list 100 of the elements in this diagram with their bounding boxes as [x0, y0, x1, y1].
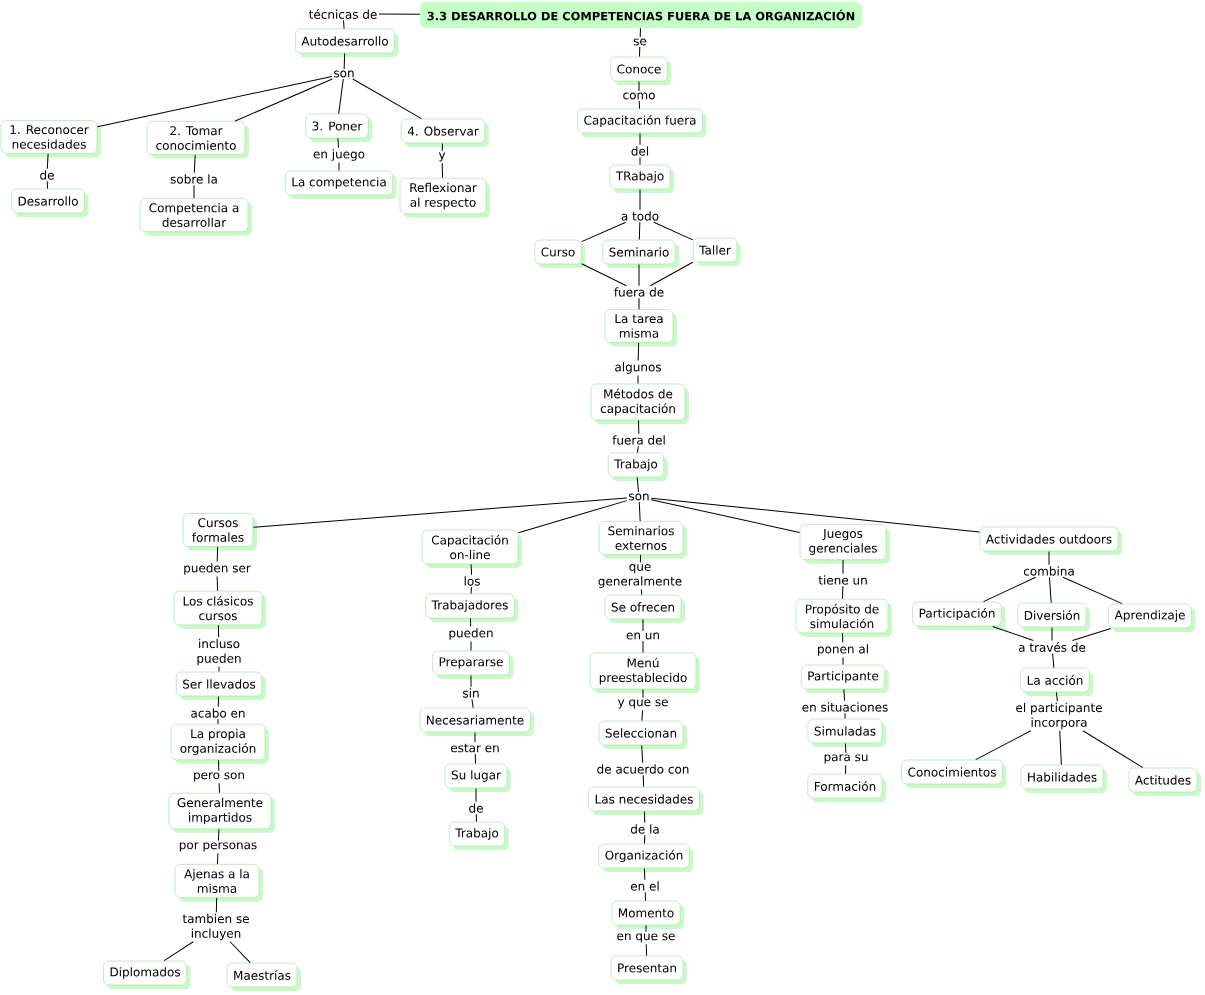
- concept-box: Trabajo: [448, 821, 509, 850]
- connector-line: [638, 419, 640, 435]
- concept-box: Aprendizaje: [1108, 603, 1196, 632]
- linking-phrase: incluso pueden: [192, 637, 246, 667]
- linking-phrase: pueden ser: [181, 561, 253, 577]
- connector-line: [352, 78, 422, 120]
- concept-box: Las necesidades: [588, 786, 704, 815]
- concept-box: Organización: [598, 843, 694, 872]
- connector-line: [193, 184, 195, 199]
- concept-box: Conocimientos: [901, 759, 1007, 788]
- connector-line: [844, 742, 847, 754]
- connector-line: [637, 374, 639, 385]
- linking-phrase: en el: [628, 880, 662, 892]
- linking-phrase: de acuerdo con: [595, 763, 691, 775]
- connector-line: [649, 261, 694, 287]
- connector-line: [517, 500, 628, 534]
- concept-box: Actividades outdoors: [979, 526, 1123, 555]
- connector-line: [470, 674, 472, 688]
- connector-line: [643, 810, 646, 824]
- linking-phrase: que generalmente: [594, 562, 686, 590]
- concept-box: La tarea misma: [604, 309, 677, 347]
- connector-line: [992, 625, 1034, 641]
- linking-phrase: del: [629, 145, 651, 157]
- linking-phrase: pero son: [191, 771, 247, 783]
- linking-phrase: fuera de: [612, 286, 666, 298]
- concept-box: Trabajadores: [425, 593, 519, 622]
- connector-line: [470, 586, 472, 595]
- concept-box: Desarrollo: [11, 188, 89, 217]
- connector-line: [343, 20, 345, 30]
- connector-line: [470, 563, 473, 576]
- connector-line: [638, 100, 640, 110]
- linking-phrase: en juego: [311, 147, 367, 163]
- concept-box: La acción: [1020, 667, 1094, 696]
- connector-line: [844, 764, 847, 775]
- connector-line: [229, 941, 251, 964]
- heading-box: 3.3 DESARROLLO DE COMPETENCIAS FUERA DE LA ORGANIZACIÓN: [419, 1, 863, 29]
- connector-line: [643, 834, 646, 845]
- connector-line: [983, 576, 1037, 603]
- connector-line: [842, 632, 844, 644]
- concept-box: Simuladas: [807, 718, 887, 747]
- linking-phrase: ponen al: [815, 642, 871, 658]
- connector-line: [475, 813, 478, 823]
- linking-phrase: algunos: [613, 360, 663, 376]
- linking-phrase: sin: [461, 687, 481, 699]
- linking-phrase: a todo: [619, 210, 661, 222]
- concept-box: Seminario: [602, 239, 680, 268]
- concept-box: Taller: [692, 237, 741, 266]
- linking-phrase: tambien se incluyen: [178, 912, 254, 942]
- connector-line: [639, 27, 641, 38]
- connector-line: [471, 698, 474, 709]
- connector-line: [1051, 626, 1053, 641]
- connector-line: [216, 575, 219, 592]
- linking-phrase: tiene un: [816, 574, 870, 586]
- concept-box: Necesariamente: [419, 707, 535, 736]
- connector-line: [1055, 691, 1058, 702]
- concept-box: Menú preestablecido: [589, 652, 700, 694]
- concept-box: Generalmente impartidos: [168, 792, 275, 833]
- concept-box: 1. Reconocer necesidades: [0, 120, 101, 158]
- connector-line: [843, 688, 846, 702]
- concept-box: 3. Poner: [305, 113, 373, 142]
- connector-line: [645, 943, 648, 957]
- connector-line: [641, 709, 644, 722]
- linking-phrase: fuera del: [610, 434, 668, 446]
- linking-phrase: y: [437, 151, 447, 163]
- linking-phrase: en un: [624, 631, 662, 641]
- connector-line: [639, 188, 641, 211]
- linking-phrase: para su: [822, 753, 870, 765]
- connector-line: [193, 154, 196, 174]
- connector-line: [216, 546, 219, 563]
- linking-phrase: se: [631, 37, 649, 47]
- concept-box: Diversión: [1017, 602, 1091, 631]
- concept-box: TRabajo: [609, 164, 675, 193]
- connector-line: [1072, 627, 1112, 641]
- concept-box: Métodos de capacitación: [590, 383, 689, 425]
- connector-line: [252, 497, 628, 528]
- connector-line: [474, 731, 476, 743]
- connector-line: [638, 297, 640, 310]
- connector-line: [975, 730, 1032, 761]
- connector-line: [469, 617, 472, 628]
- connector-line: [1048, 576, 1052, 604]
- connector-line: [643, 867, 646, 881]
- connector-line: [96, 76, 333, 128]
- concept-box: 2. Tomar conocimiento: [146, 121, 249, 159]
- concept-box: Habilidades: [1020, 764, 1108, 793]
- linking-phrase: y que se: [616, 698, 670, 710]
- concept-box: Ajenas a la misma: [174, 863, 263, 902]
- connector-line: [641, 744, 644, 764]
- connector-line: [639, 156, 641, 166]
- concept-box: Actitudes: [1128, 767, 1202, 796]
- connector-line: [842, 559, 844, 575]
- concept-box: Competencia a desarrollar: [139, 197, 252, 236]
- connector-line: [163, 941, 194, 962]
- linking-phrase: combina: [1021, 565, 1077, 577]
- linking-phrase: son: [627, 492, 651, 502]
- connector-line: [441, 142, 444, 152]
- connector-line: [638, 501, 641, 522]
- connector-line: [338, 78, 344, 115]
- connector-line: [842, 656, 844, 666]
- connector-line: [343, 52, 346, 70]
- connector-line: [217, 695, 220, 708]
